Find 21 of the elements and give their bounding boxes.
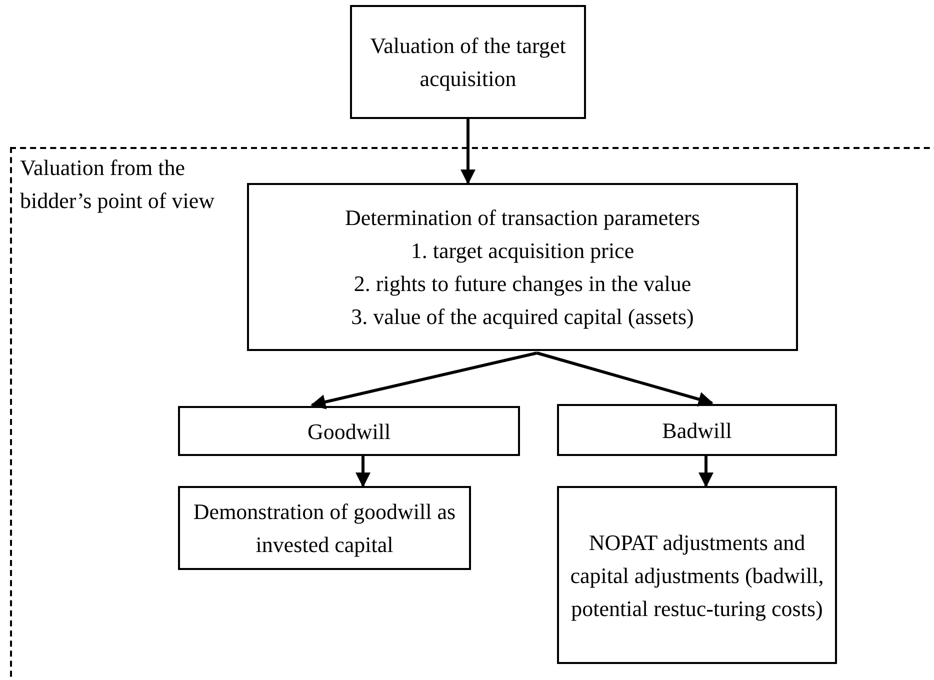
node-text: Demonstration of goodwill as invested capital	[192, 498, 457, 559]
arrow	[310, 352, 538, 410]
arrow	[356, 456, 370, 488]
process-box	[557, 486, 837, 664]
arrow	[536, 352, 714, 406]
node-text: Badwill	[662, 416, 732, 444]
node-text: NOPAT adjustments and capital adjustments (badwill, potential restuc-turing costs)	[569, 528, 825, 623]
process-box	[247, 183, 798, 351]
process-box	[557, 404, 837, 456]
node-text: Determination of transaction parameters	[345, 204, 700, 232]
node-text: Valuation of the target acquisition	[369, 32, 567, 93]
arrow	[460, 119, 476, 184]
arrow	[698, 456, 714, 488]
process-box	[350, 5, 586, 119]
region-title: Valuation from the bidder’s point of view	[20, 154, 216, 215]
list-item: 2. rights to future changes in the value	[354, 270, 692, 298]
list-item: 1. target acquisition price	[410, 237, 634, 265]
list-item: 3. value of the acquired capital (assets)	[351, 303, 694, 331]
process-box	[178, 486, 471, 570]
process-box	[178, 406, 520, 456]
node-text: Goodwill	[307, 418, 391, 446]
